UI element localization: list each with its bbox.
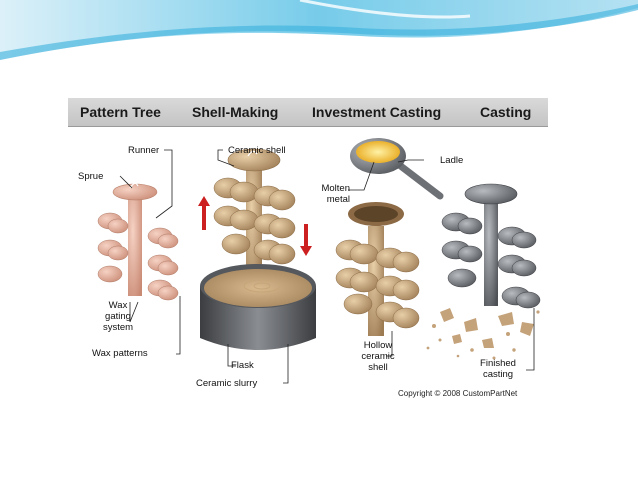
stage-title-investment-casting: Investment Casting	[312, 104, 442, 120]
label-sprue: Sprue	[78, 171, 104, 182]
label-wax-gating-line-2: gating	[105, 311, 131, 322]
flask-with-slurry	[200, 264, 316, 350]
label-molten-line-2: metal	[326, 194, 350, 205]
stage-header-bar: Pattern Tree Shell-Making Investment Cas…	[68, 98, 548, 127]
slide-banner-wave	[0, 0, 638, 71]
label-wax-gating-line-1: Wax	[108, 300, 128, 311]
label-hollow-line-1: Hollow	[363, 340, 393, 351]
label-finished-line-1: Finished	[480, 358, 516, 369]
stage-title-pattern-tree: Pattern Tree	[80, 104, 161, 120]
label-wax-patterns: Wax patterns	[92, 348, 148, 359]
dip-down-arrow	[300, 224, 312, 256]
process-illustration	[97, 138, 541, 384]
label-ceramic-slurry: Ceramic slurry	[196, 378, 258, 389]
label-wax-gating-line-3: system	[102, 322, 134, 333]
label-ceramic-shell: Ceramic shell	[228, 145, 286, 156]
label-hollow-line-2: ceramic	[361, 351, 395, 362]
leader-lines	[119, 149, 535, 384]
label-ladle: Ladle	[440, 155, 464, 166]
wax-pattern-tree	[97, 182, 179, 301]
label-molten-line-1: Molten	[321, 183, 350, 194]
label-runner: Runner	[128, 145, 160, 156]
broken-shell-fragments	[426, 308, 540, 360]
ladle	[350, 138, 444, 200]
ceramic-shell-tree	[213, 148, 296, 286]
label-wax-gating-system: Wax gating system	[98, 300, 138, 333]
stage-title-shell-making: Shell-Making	[192, 104, 279, 120]
stage-title-casting: Casting	[480, 104, 532, 120]
investment-casting-figure: Pattern Tree Shell-Making Investment Cas…	[68, 98, 548, 404]
label-finished-line-2: casting	[482, 369, 514, 380]
dip-up-arrow	[198, 196, 210, 230]
label-finished-casting: Finished casting	[474, 358, 522, 380]
label-hollow-line-3: shell	[368, 362, 388, 373]
finished-metal-casting	[441, 183, 541, 309]
label-hollow-ceramic-shell: Hollow ceramic shell	[356, 340, 400, 373]
copyright-notice: Copyright © 2008 CustomPartNet	[398, 389, 518, 398]
label-molten-metal: Molten metal	[308, 183, 350, 205]
label-flask: Flask	[231, 360, 254, 371]
hollow-ceramic-shell	[335, 202, 420, 336]
